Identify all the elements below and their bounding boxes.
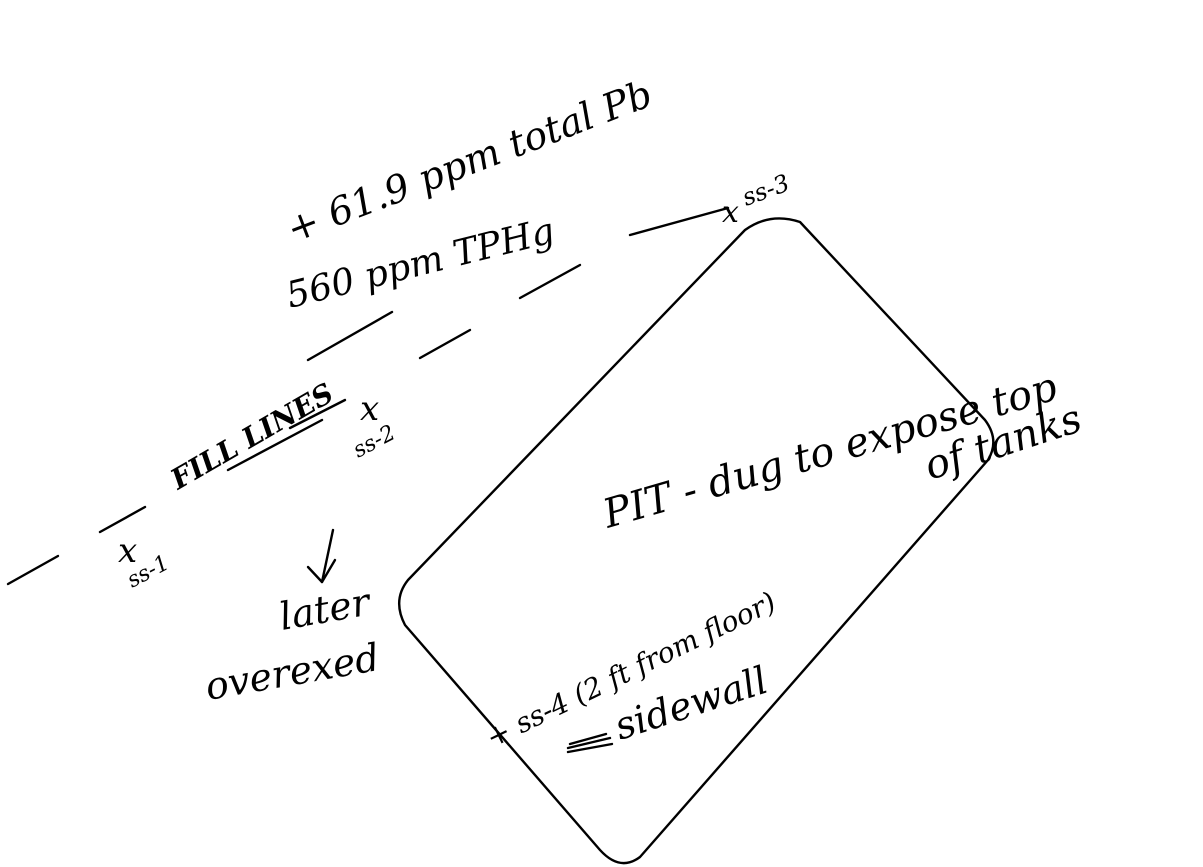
ss-2-label: ss-2 xyxy=(349,421,400,464)
ss-1-marker: x xyxy=(118,531,137,571)
tphg-underline xyxy=(306,310,394,362)
later-note-line2: overexed xyxy=(202,635,383,709)
scribble-mark xyxy=(566,732,614,754)
fill-line-dashes xyxy=(6,206,730,586)
down-arrow-icon xyxy=(306,528,337,584)
ss-2-marker: x xyxy=(360,389,379,429)
ss-3-label: ss-3 xyxy=(738,169,793,212)
pit-outline xyxy=(398,217,995,865)
fill-lines-label: FILL LINES xyxy=(164,376,339,496)
lead-result-note: + 61.9 ppm total Pb xyxy=(280,71,658,251)
later-note-line1: later xyxy=(276,579,376,639)
fill-label-underline xyxy=(226,418,324,472)
ss-3-marker: x xyxy=(722,195,739,230)
